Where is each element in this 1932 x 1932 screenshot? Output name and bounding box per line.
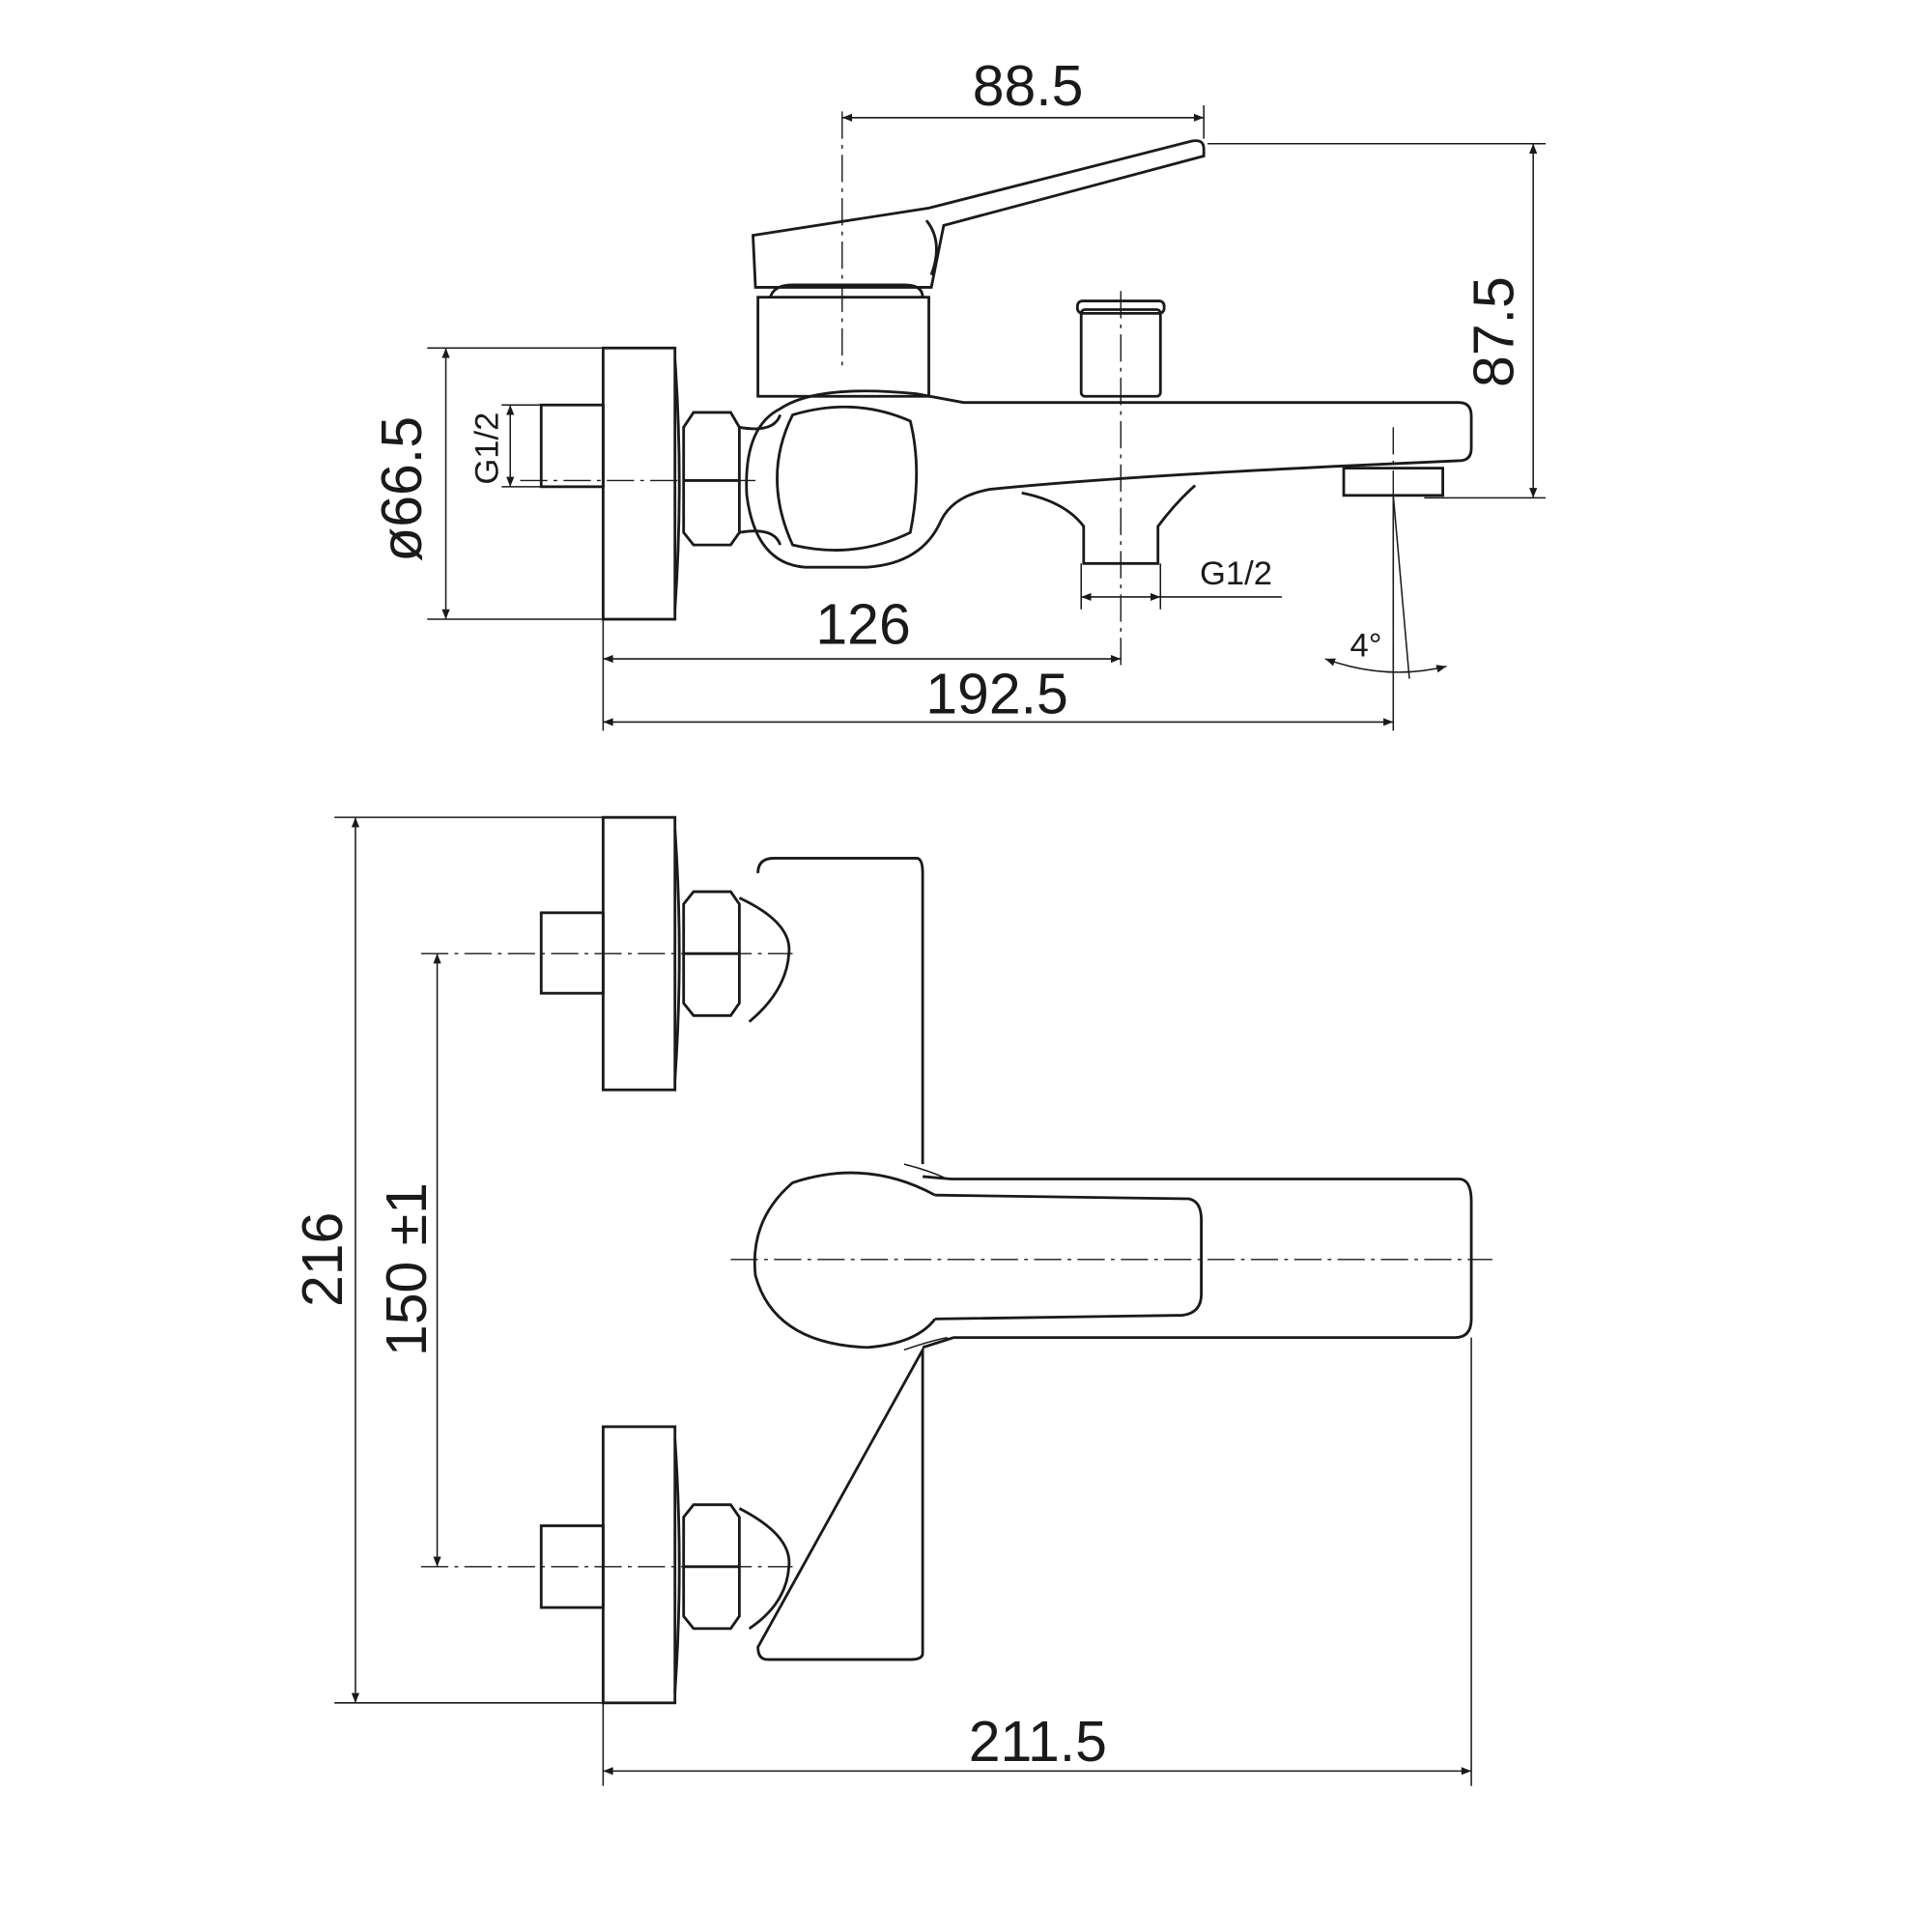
body-and-spout [745, 389, 1473, 569]
dim-lever-reach: 88.5 [973, 55, 1084, 118]
body-recess [776, 405, 919, 552]
dim-outlet-thread: G1/2 [1200, 555, 1272, 592]
hex-nut [682, 411, 741, 547]
lever-pivot [924, 219, 938, 276]
dim-overall-height: 216 [292, 1212, 355, 1307]
dim-overall-projection: 211.5 [969, 1711, 1107, 1774]
lower-flange [601, 1425, 677, 1705]
lever-handle [752, 139, 1206, 289]
dim-inlet-thread: G1/2 [469, 412, 505, 485]
handle-round [753, 1171, 937, 1350]
inlet-pipe [539, 403, 605, 489]
cartridge-column [756, 296, 930, 398]
diverter-base [1021, 484, 1197, 565]
dim-height: 87.5 [1463, 276, 1526, 387]
side-view: 88.5 87.5 ø66.5 G1/2 G1/2 126 192.5 4° [371, 55, 1547, 731]
top-view: 216 150 ±1 211.5 [292, 815, 1492, 1786]
spout-recess [934, 1193, 1204, 1321]
dim-inlet-centers: 150 ±1 [376, 1182, 439, 1356]
wall-flange [601, 346, 677, 621]
column-cap [769, 283, 924, 298]
dim-wall-to-diverter: 126 [815, 594, 910, 657]
dim-wall-to-spout: 192.5 [925, 663, 1068, 725]
dim-spout-angle: 4° [1350, 627, 1382, 664]
dim-flange-diameter: ø66.5 [371, 416, 434, 562]
body-bar [756, 857, 924, 1662]
flange-curve [673, 358, 681, 610]
nut-connector [739, 413, 782, 546]
